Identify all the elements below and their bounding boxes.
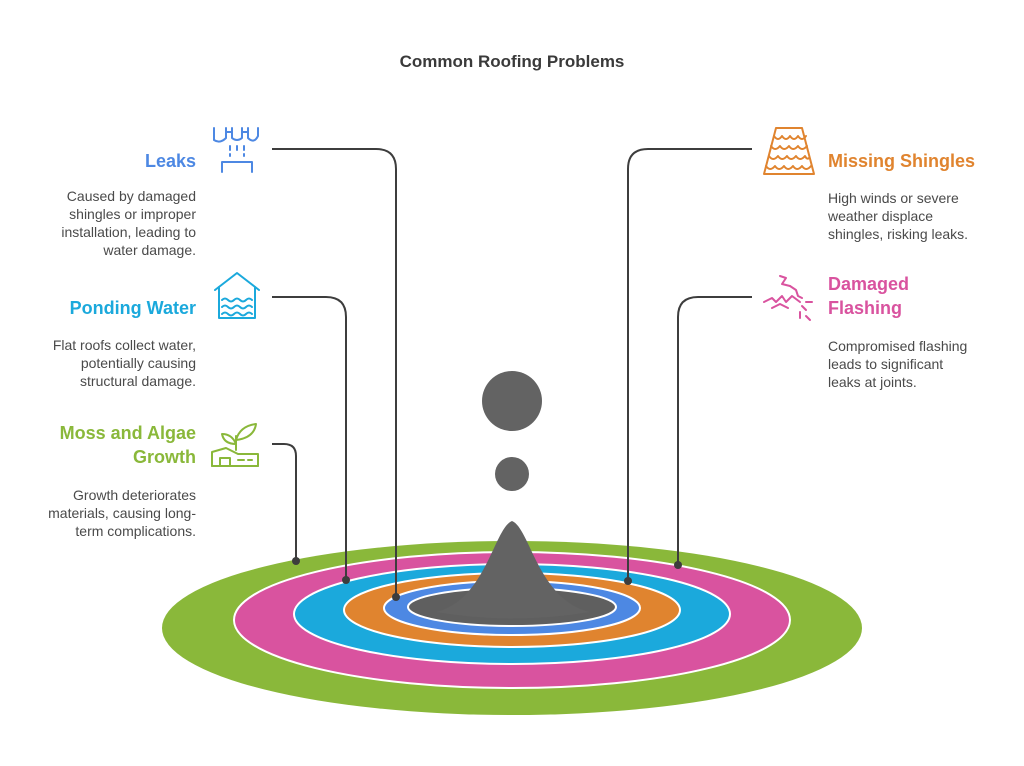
flashing-description: Compromised flashing leads to significan… bbox=[828, 337, 967, 391]
moss-heading-line: Moss and Algae bbox=[59, 423, 196, 443]
connector-dot-shingles bbox=[624, 577, 632, 585]
flooded-house-icon bbox=[214, 272, 260, 319]
moss-desc-line: term complications. bbox=[75, 523, 196, 539]
moss-heading: Moss and Algae Growth bbox=[60, 421, 196, 469]
shingles-description: High winds or severe weather displace sh… bbox=[828, 189, 968, 243]
moss-heading-line: Growth bbox=[133, 447, 196, 467]
leaks-heading: Leaks bbox=[144, 151, 196, 171]
shingles-heading: Missing Shingles bbox=[828, 151, 976, 171]
roof-shingles-icon bbox=[763, 127, 815, 175]
flashing-desc-line: Compromised flashing bbox=[828, 338, 968, 354]
connector-moss bbox=[272, 443, 297, 561]
connector-leaks bbox=[272, 148, 397, 597]
sprout-on-roof-icon bbox=[211, 423, 259, 467]
ponding-desc-line: Flat roofs collect water, bbox=[52, 337, 196, 353]
flashing-desc-line: leads to significant bbox=[828, 356, 944, 372]
flashing-heading-line: Flashing bbox=[828, 298, 903, 318]
moss-desc-line: materials, causing long- bbox=[48, 505, 196, 521]
leaks-desc-line: water damage. bbox=[103, 242, 196, 258]
leaks-desc-line: installation, leading to bbox=[61, 224, 196, 240]
connector-flashing bbox=[677, 296, 752, 565]
leaks-desc-line: shingles or improper bbox=[69, 206, 196, 222]
connector-dot-ponding bbox=[342, 576, 350, 584]
shingles-desc-line: High winds or severe bbox=[828, 190, 959, 206]
connector-shingles bbox=[627, 148, 752, 581]
moss-desc-line: Growth deteriorates bbox=[73, 487, 196, 503]
connector-dot-flashing bbox=[674, 561, 682, 569]
splash-peak bbox=[436, 521, 590, 619]
ponding-desc-line: potentially causing bbox=[80, 355, 196, 371]
shingles-desc-line: weather displace bbox=[828, 208, 934, 224]
drop-large bbox=[482, 371, 542, 431]
connector-dot-leaks bbox=[392, 593, 400, 601]
moss-description: Growth deteriorates materials, causing l… bbox=[48, 486, 196, 540]
ponding-heading: Ponding Water bbox=[69, 298, 196, 318]
ponding-desc-line: structural damage. bbox=[80, 373, 196, 389]
flashing-heading-line: Damaged bbox=[828, 274, 910, 294]
leaks-description: Caused by damaged shingles or improper i… bbox=[61, 187, 196, 259]
leaks-desc-line: Caused by damaged bbox=[66, 188, 196, 204]
dripping-faucet-icon bbox=[213, 127, 259, 173]
shingles-desc-line: shingles, risking leaks. bbox=[828, 226, 969, 242]
drop-small bbox=[495, 457, 529, 491]
connector-dot-moss bbox=[292, 557, 300, 565]
diagram-title: Common Roofing Problems bbox=[399, 52, 625, 71]
ponding-description: Flat roofs collect water, potentially ca… bbox=[53, 336, 196, 390]
broken-flashing-icon bbox=[763, 275, 813, 321]
flashing-desc-line: leaks at joints. bbox=[828, 374, 917, 390]
connector-ponding bbox=[272, 296, 347, 580]
flashing-heading: Damaged Flashing bbox=[828, 272, 909, 320]
